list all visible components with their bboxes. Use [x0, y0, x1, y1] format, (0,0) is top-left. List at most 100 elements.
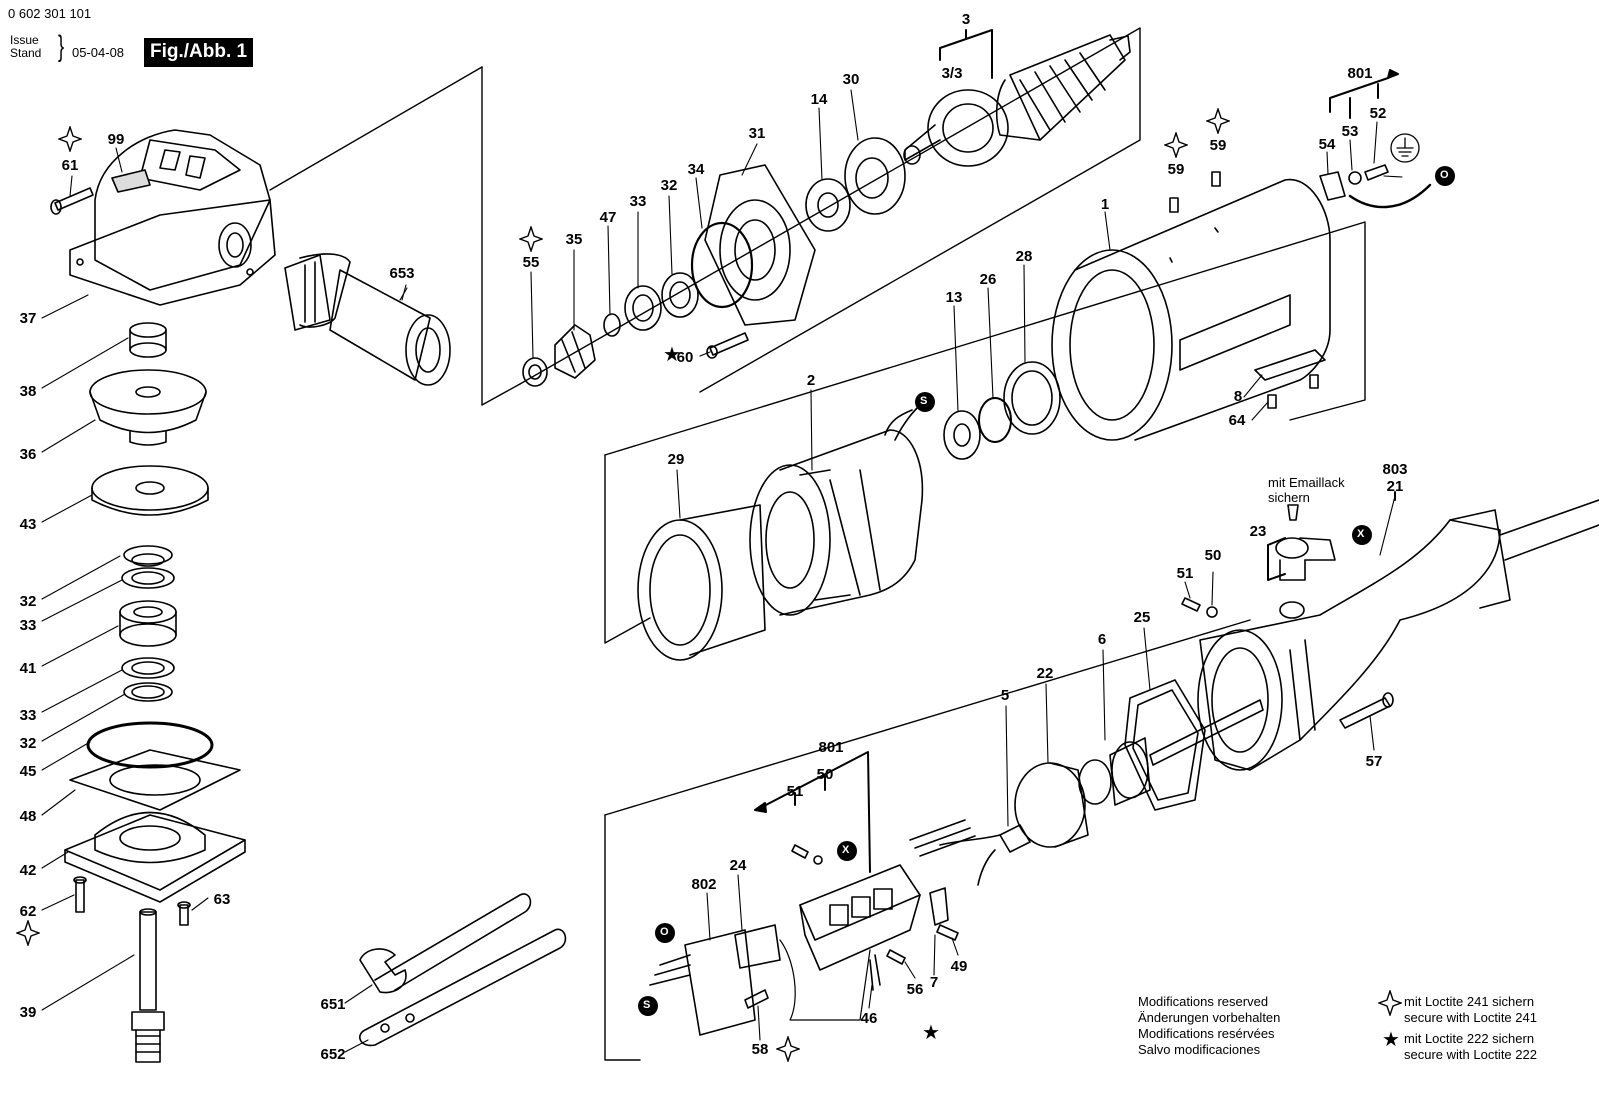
- field-coil-2: [749, 404, 924, 616]
- part-61: 61: [61, 157, 79, 174]
- part-57: 57: [1365, 753, 1383, 770]
- part-32-top: 32: [660, 177, 678, 194]
- part-59-b: 59: [1209, 137, 1227, 154]
- part-36: 36: [19, 446, 37, 463]
- note-line: Modifications reserved: [1138, 994, 1269, 1009]
- part-51-right: 51: [1176, 565, 1194, 582]
- stand-label: Stand: [10, 46, 42, 60]
- document-number: 0 602 301 101: [8, 6, 92, 21]
- figure-title: Fig./Abb. 1: [144, 38, 254, 67]
- screws-59-64: [1169, 171, 1319, 409]
- part-29: 29: [667, 451, 685, 468]
- bearing-plate-31: [704, 164, 816, 326]
- handle-653: [284, 253, 451, 386]
- loctite-241-icon: [519, 226, 543, 252]
- part-32-left: 32: [19, 593, 37, 610]
- ring-28: [1003, 361, 1061, 435]
- part-58: 58: [751, 1041, 769, 1058]
- part-21: 21: [1386, 478, 1404, 495]
- part-3: 3: [961, 11, 971, 28]
- part-50-right: 50: [1204, 547, 1222, 564]
- panel-frames: [269, 27, 1366, 1061]
- plate-8: [1254, 349, 1326, 381]
- needle-bearing-38: [129, 322, 167, 358]
- motor-housing-1: [1051, 178, 1331, 441]
- gear-housing-37: [69, 129, 276, 306]
- bearing-14: [805, 178, 851, 232]
- loctite-241-icon: [776, 1036, 800, 1062]
- loctite-241-legend-icon: [1378, 990, 1402, 1016]
- part-48: 48: [19, 808, 37, 825]
- issue-date: 05-04-08: [72, 45, 125, 60]
- insulating-sleeve-29: [637, 504, 766, 661]
- part-6: 6: [1097, 631, 1107, 648]
- part-45: 45: [19, 763, 37, 780]
- legend-loctite-241: mit Loctite 241 sichern secure with Loct…: [1404, 994, 1537, 1026]
- part-46: 46: [860, 1010, 878, 1027]
- fan-6: [1109, 699, 1264, 806]
- legend-241-de: mit Loctite 241 sichern: [1404, 994, 1535, 1009]
- part-37: 37: [19, 310, 37, 327]
- part-25: 25: [1133, 609, 1151, 626]
- part-64: 64: [1228, 412, 1246, 429]
- rings-32-33: [121, 545, 175, 589]
- marker-s-lower: S: [643, 999, 651, 1011]
- marker-x-lower: X: [842, 844, 850, 856]
- screw-60: [706, 332, 749, 359]
- part-801-lower: 801: [818, 739, 844, 756]
- part-54: 54: [1318, 136, 1336, 153]
- rings-32-33-47: [603, 272, 699, 337]
- part-24: 24: [729, 857, 747, 874]
- fan-30: [844, 137, 906, 215]
- marker-o-top: O: [1440, 169, 1449, 181]
- bevel-gear-36: [89, 369, 207, 446]
- part-8: 8: [1233, 388, 1243, 405]
- circle-markers: [638, 166, 1455, 1016]
- part-653: 653: [389, 265, 415, 282]
- marker-s-top: S: [920, 395, 928, 407]
- legend-241-en: secure with Loctite 241: [1404, 1010, 1537, 1025]
- o-ring-34: [690, 221, 754, 309]
- spanner-651: [359, 893, 532, 994]
- loctite-241-icon: [58, 126, 82, 152]
- part-5: 5: [1000, 687, 1010, 704]
- part-52: 52: [1369, 105, 1387, 122]
- part-51-lower: 51: [786, 783, 804, 800]
- part-1: 1: [1100, 196, 1110, 213]
- o-ring-45: [86, 721, 214, 769]
- part-28: 28: [1015, 248, 1033, 265]
- legend-222-de: mit Loctite 222 sichern: [1404, 1031, 1535, 1046]
- part-802: 802: [691, 876, 717, 893]
- switch-block: [799, 864, 949, 971]
- part-34: 34: [687, 161, 705, 178]
- rings-33-32-lower: [121, 657, 175, 702]
- part-33-left: 33: [19, 617, 37, 634]
- part-32-lower: 32: [19, 735, 37, 752]
- motor-housing-21: [1197, 499, 1599, 771]
- part-803: 803: [1382, 461, 1408, 478]
- ball-bearing-41: [119, 600, 177, 647]
- armature-3: [903, 34, 1131, 167]
- note-line: Modifications resérvées: [1138, 1026, 1275, 1041]
- emaillack-note-line2: sichern: [1268, 490, 1310, 505]
- part-7: 7: [929, 974, 939, 991]
- leader-lines: [41, 89, 1403, 1053]
- marker-o-lower: O: [660, 926, 669, 938]
- part-22: 22: [1036, 665, 1054, 682]
- part-3-3: 3/3: [941, 65, 963, 82]
- screw-61: [50, 187, 94, 215]
- loctite-241-icon: [1206, 108, 1230, 134]
- brace-glyph: }: [58, 30, 65, 63]
- part-14: 14: [810, 91, 828, 108]
- legend-222-en: secure with Loctite 222: [1404, 1047, 1537, 1062]
- brush-5: [909, 819, 1031, 886]
- suppressor-24-802: [649, 924, 871, 1036]
- emaillack-note-line1: mit Emaillack: [1268, 475, 1345, 490]
- part-651: 651: [320, 996, 346, 1013]
- bearing-13: [943, 410, 981, 460]
- loctite-222-legend-icon: ★: [1382, 1029, 1400, 1051]
- ring-26: [978, 397, 1012, 443]
- note-line: Salvo modificaciones: [1138, 1042, 1261, 1057]
- part-30: 30: [842, 71, 860, 88]
